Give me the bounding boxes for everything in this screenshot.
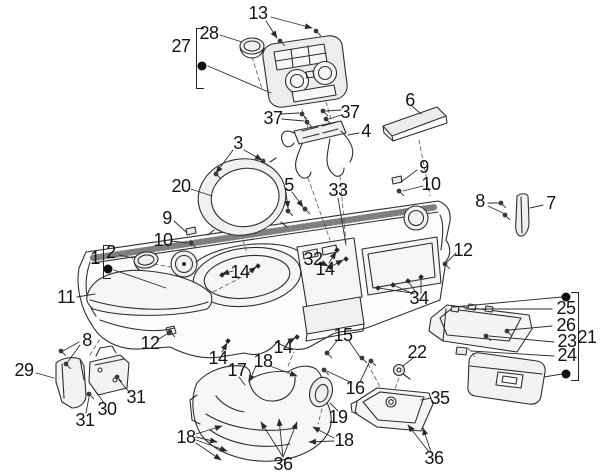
callout-12: 12 bbox=[140, 333, 160, 353]
callout-4: 4 bbox=[361, 121, 371, 141]
callout-13: 13 bbox=[248, 3, 268, 23]
trim-strip-6 bbox=[382, 106, 448, 142]
callout-26: 26 bbox=[556, 315, 576, 335]
callout-30: 30 bbox=[97, 399, 117, 419]
callout-8: 8 bbox=[475, 191, 485, 211]
callout-18: 18 bbox=[253, 351, 273, 371]
callout-32: 32 bbox=[303, 249, 323, 269]
clip-9-left bbox=[185, 226, 197, 236]
console-control-panel bbox=[262, 35, 348, 108]
bracket-30 bbox=[88, 345, 130, 396]
callout-37: 37 bbox=[263, 108, 283, 128]
callout-7: 7 bbox=[546, 193, 556, 213]
leader-lines bbox=[35, 16, 563, 461]
group-bracket-21 bbox=[571, 292, 579, 381]
callout-12: 12 bbox=[453, 240, 473, 260]
callout-16: 16 bbox=[345, 378, 365, 398]
callout-37: 37 bbox=[340, 102, 360, 122]
callout-35: 35 bbox=[430, 388, 450, 408]
callout-10: 10 bbox=[153, 230, 173, 250]
callout-29: 29 bbox=[14, 360, 34, 380]
callout-18: 18 bbox=[334, 430, 354, 450]
callout-28: 28 bbox=[199, 23, 219, 43]
callout-22: 22 bbox=[407, 342, 427, 362]
callout-14: 14 bbox=[273, 337, 293, 357]
bracket-29 bbox=[55, 357, 87, 409]
callout-31: 31 bbox=[126, 387, 146, 407]
callout-33: 33 bbox=[328, 180, 348, 200]
callout-21: 21 bbox=[577, 327, 597, 347]
callout-18: 18 bbox=[176, 427, 196, 447]
dashboard-body bbox=[77, 200, 451, 359]
callout-9: 9 bbox=[162, 208, 172, 228]
glovebox-lid bbox=[467, 352, 546, 405]
knob-28 bbox=[239, 37, 265, 59]
bullet-marker bbox=[561, 369, 571, 379]
callout-36: 36 bbox=[424, 448, 444, 468]
glovebox-housing bbox=[428, 303, 533, 356]
callout-10: 10 bbox=[421, 174, 441, 194]
callout-25: 25 bbox=[556, 298, 576, 318]
group-bracket-27 bbox=[196, 28, 204, 89]
callout-34: 34 bbox=[409, 288, 429, 308]
callout-2: 2 bbox=[106, 242, 116, 262]
callout-31: 31 bbox=[75, 410, 95, 430]
callout-9: 9 bbox=[419, 157, 429, 177]
grommet-19 bbox=[309, 376, 333, 408]
group-bracket-1 bbox=[103, 245, 111, 279]
callout-11: 11 bbox=[57, 287, 75, 307]
callout-23: 23 bbox=[557, 331, 577, 351]
bullet-marker bbox=[197, 61, 207, 71]
callout-14: 14 bbox=[315, 259, 335, 279]
callout-5: 5 bbox=[284, 175, 294, 195]
callout-24: 24 bbox=[557, 345, 577, 365]
callout-19: 19 bbox=[328, 407, 348, 427]
callout-1: 1 bbox=[90, 248, 100, 268]
callout-3: 3 bbox=[233, 133, 243, 153]
bullet-marker bbox=[561, 292, 571, 302]
pad-11 bbox=[86, 269, 213, 316]
callout-15: 15 bbox=[333, 325, 353, 345]
callout-14: 14 bbox=[208, 348, 228, 368]
clip-9-right bbox=[391, 175, 403, 185]
heater-bracket-4 bbox=[281, 120, 354, 179]
callout-8: 8 bbox=[82, 330, 92, 350]
callout-17: 17 bbox=[227, 360, 247, 380]
steering-cover-17 bbox=[189, 365, 332, 462]
callout-36: 36 bbox=[273, 454, 293, 472]
lock-22 bbox=[392, 363, 411, 380]
callout-6: 6 bbox=[405, 90, 415, 110]
assembly-axes bbox=[89, 56, 477, 425]
callout-14: 14 bbox=[230, 262, 250, 282]
tray-35 bbox=[350, 387, 434, 432]
bullet-marker bbox=[103, 264, 113, 274]
callout-20: 20 bbox=[171, 176, 191, 196]
side-trim-7 bbox=[515, 193, 530, 237]
callout-27: 27 bbox=[171, 36, 191, 56]
